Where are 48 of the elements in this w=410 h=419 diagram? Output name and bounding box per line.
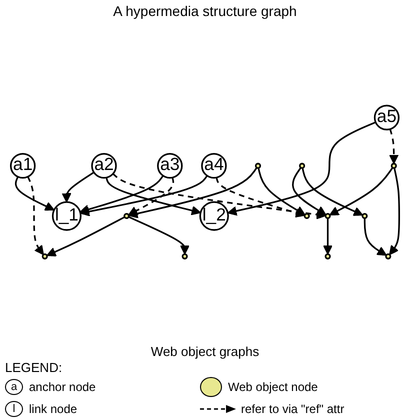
node-circle [299, 162, 306, 169]
arrow [216, 177, 306, 218]
arrow [322, 218, 333, 255]
arrow [46, 216, 126, 256]
node-circle: l_1 [52, 201, 82, 231]
node-circle [390, 162, 397, 169]
legend-text: refer to via "ref" attr [241, 402, 344, 416]
arrow [128, 216, 190, 255]
arrow [329, 167, 394, 216]
diagram-title: A hypermedia structure graph [113, 3, 297, 19]
arrow [258, 168, 306, 216]
node-circle [362, 213, 368, 220]
node-circle: l_2 [199, 201, 229, 231]
node-circle [42, 253, 48, 260]
arrow [106, 177, 202, 216]
group-caption: Web object graphs [150, 344, 260, 359]
node-circle [124, 213, 130, 220]
arrow [227, 121, 376, 216]
arrow [389, 168, 400, 256]
arrow [389, 128, 399, 164]
legend-symbol: a [5, 379, 23, 395]
arrow [14, 176, 55, 211]
arrow [364, 218, 387, 256]
legend-text: link node [29, 402, 78, 416]
legend-text: anchor node [29, 380, 96, 394]
node-circle [304, 213, 310, 220]
node-circle: a2 [91, 153, 117, 179]
legend-symbol: l [5, 401, 23, 417]
arrow [80, 175, 164, 214]
arrow [112, 173, 326, 220]
arrow [80, 175, 208, 216]
arrow [302, 168, 364, 216]
arrow [292, 167, 326, 216]
node-circle [254, 162, 262, 169]
arrow [128, 177, 174, 216]
node-circle [324, 213, 331, 220]
arrow [27, 176, 44, 256]
node-circle [385, 253, 392, 260]
arrow [128, 167, 258, 218]
node-circle [182, 253, 188, 260]
arrow [62, 172, 94, 202]
legend-heading: LEGEND: [5, 360, 64, 375]
legend-text: Web object node [228, 380, 318, 394]
node-circle: a4 [201, 153, 227, 179]
node-circle [324, 253, 331, 260]
node-circle: a1 [10, 153, 36, 179]
node-circle: a5 [374, 104, 400, 130]
node-circle: a3 [157, 153, 183, 179]
